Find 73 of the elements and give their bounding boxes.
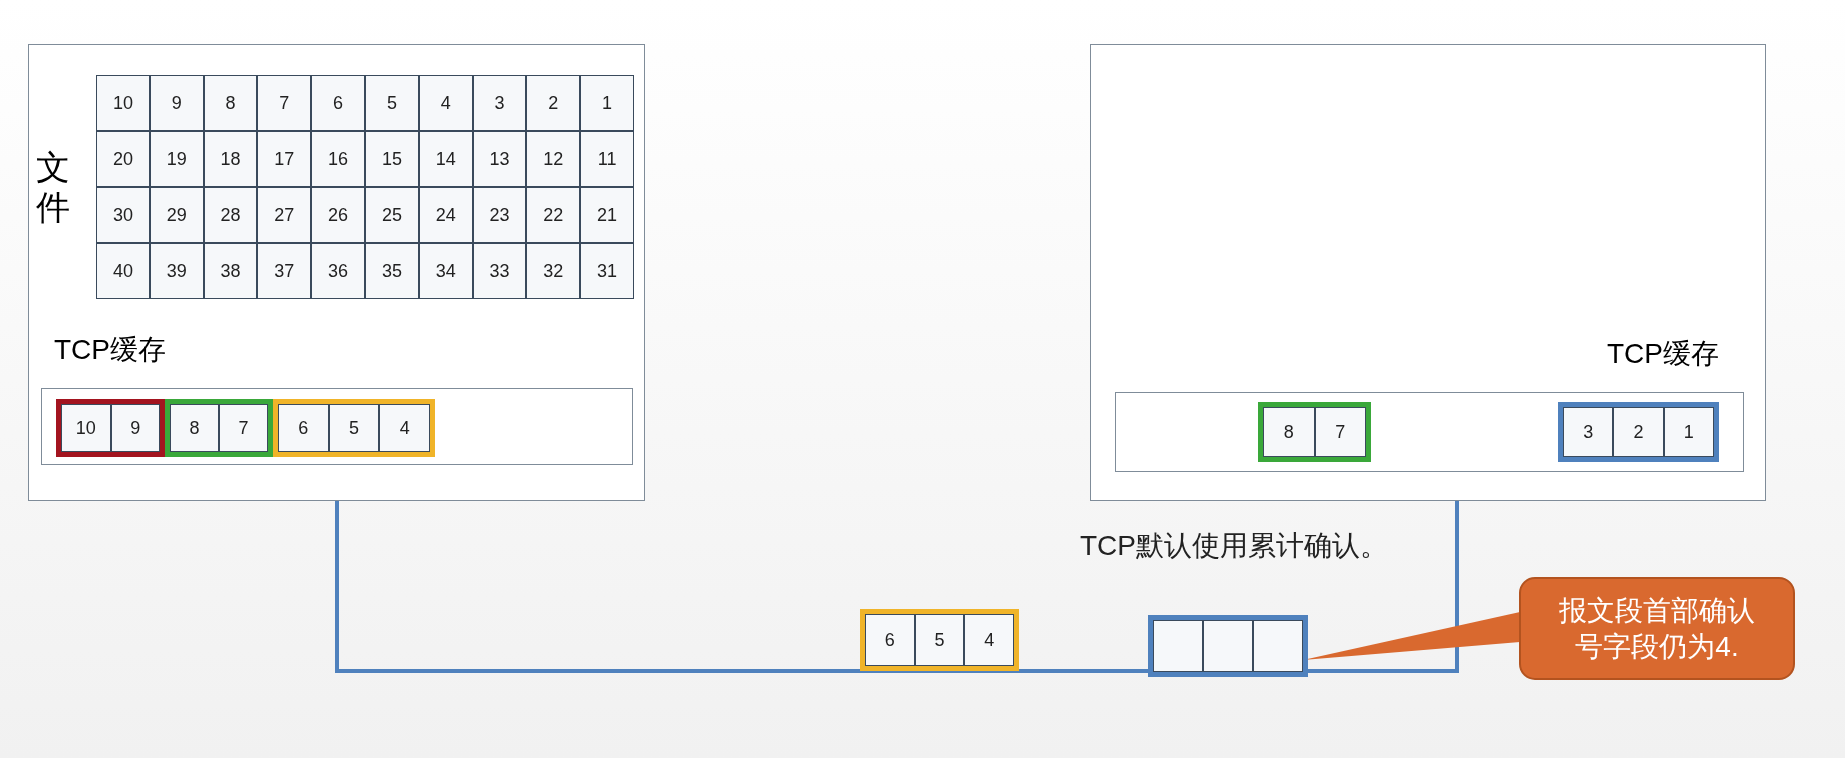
byte-cell: 14 — [418, 131, 473, 187]
byte-cell: 28 — [203, 187, 258, 243]
byte-cell: 13 — [472, 131, 527, 187]
byte-cell: 3 — [472, 75, 527, 131]
byte-cell: 21 — [580, 187, 634, 243]
empty-cell — [1203, 620, 1253, 672]
callout-box: 报文段首部确认号字段仍为4. — [1519, 577, 1795, 680]
file-label: 文件 — [36, 147, 71, 227]
byte-cell: 32 — [526, 243, 581, 299]
byte-cell: 20 — [96, 131, 150, 187]
byte-cell: 1 — [1663, 407, 1714, 457]
byte-cell: 24 — [418, 187, 473, 243]
byte-cell: 4 — [379, 404, 430, 452]
segment-box — [1258, 402, 1371, 462]
byte-cell: 7 — [257, 75, 312, 131]
byte-cell: 23 — [472, 187, 527, 243]
byte-cell: 26 — [311, 187, 365, 243]
byte-cell: 35 — [365, 243, 419, 299]
byte-cell: 9 — [149, 75, 204, 131]
host-box — [28, 44, 645, 501]
byte-cell: 10 — [96, 75, 150, 131]
byte-cell: 25 — [365, 187, 419, 243]
buffer-label: TCP缓存 — [54, 333, 166, 367]
byte-cell: 4 — [418, 75, 473, 131]
byte-cell: 40 — [96, 243, 150, 299]
byte-cell: 37 — [257, 243, 312, 299]
byte-cell: 36 — [311, 243, 365, 299]
byte-cell: 7 — [1314, 407, 1366, 457]
empty-cell — [1153, 620, 1203, 672]
byte-cell: 2 — [1613, 407, 1664, 457]
byte-cell: 16 — [311, 131, 365, 187]
byte-cell: 39 — [149, 243, 204, 299]
byte-cell: 3 — [1563, 407, 1614, 457]
segment-box — [1148, 615, 1308, 677]
byte-cell: 17 — [257, 131, 312, 187]
host-box — [1090, 44, 1766, 501]
byte-cell: 6 — [865, 614, 915, 666]
note-text: TCP默认使用累计确认。 — [1080, 529, 1388, 563]
byte-cell: 27 — [257, 187, 312, 243]
segment-box — [273, 399, 435, 457]
byte-cell: 18 — [203, 131, 258, 187]
byte-cell: 5 — [328, 404, 380, 452]
byte-cell: 19 — [149, 131, 204, 187]
segment-box — [1558, 402, 1719, 462]
byte-cell: 11 — [580, 131, 634, 187]
byte-cell: 6 — [311, 75, 365, 131]
byte-cell: 31 — [580, 243, 634, 299]
byte-cell: 10 — [61, 404, 111, 452]
byte-cell: 29 — [149, 187, 204, 243]
byte-cell: 8 — [1263, 407, 1315, 457]
network-link — [335, 501, 1459, 673]
segment-box — [165, 399, 273, 457]
byte-cell: 7 — [219, 404, 268, 452]
byte-cell: 2 — [526, 75, 581, 131]
byte-cell: 33 — [472, 243, 527, 299]
segment-box — [56, 399, 165, 457]
byte-cell: 8 — [203, 75, 258, 131]
byte-cell: 1 — [580, 75, 634, 131]
byte-cell: 5 — [365, 75, 419, 131]
segment-box — [860, 609, 1019, 671]
byte-cell: 8 — [170, 404, 219, 452]
byte-cell: 12 — [526, 131, 581, 187]
byte-cell: 30 — [96, 187, 150, 243]
byte-cell: 22 — [526, 187, 581, 243]
byte-cell: 6 — [278, 404, 329, 452]
byte-cell: 5 — [914, 614, 965, 666]
byte-cell: 4 — [964, 614, 1014, 666]
empty-cell — [1253, 620, 1303, 672]
byte-cell: 15 — [365, 131, 419, 187]
byte-cell: 9 — [110, 404, 160, 452]
byte-cell: 34 — [418, 243, 473, 299]
byte-cell: 38 — [203, 243, 258, 299]
buffer-label: TCP缓存 — [1607, 337, 1719, 371]
